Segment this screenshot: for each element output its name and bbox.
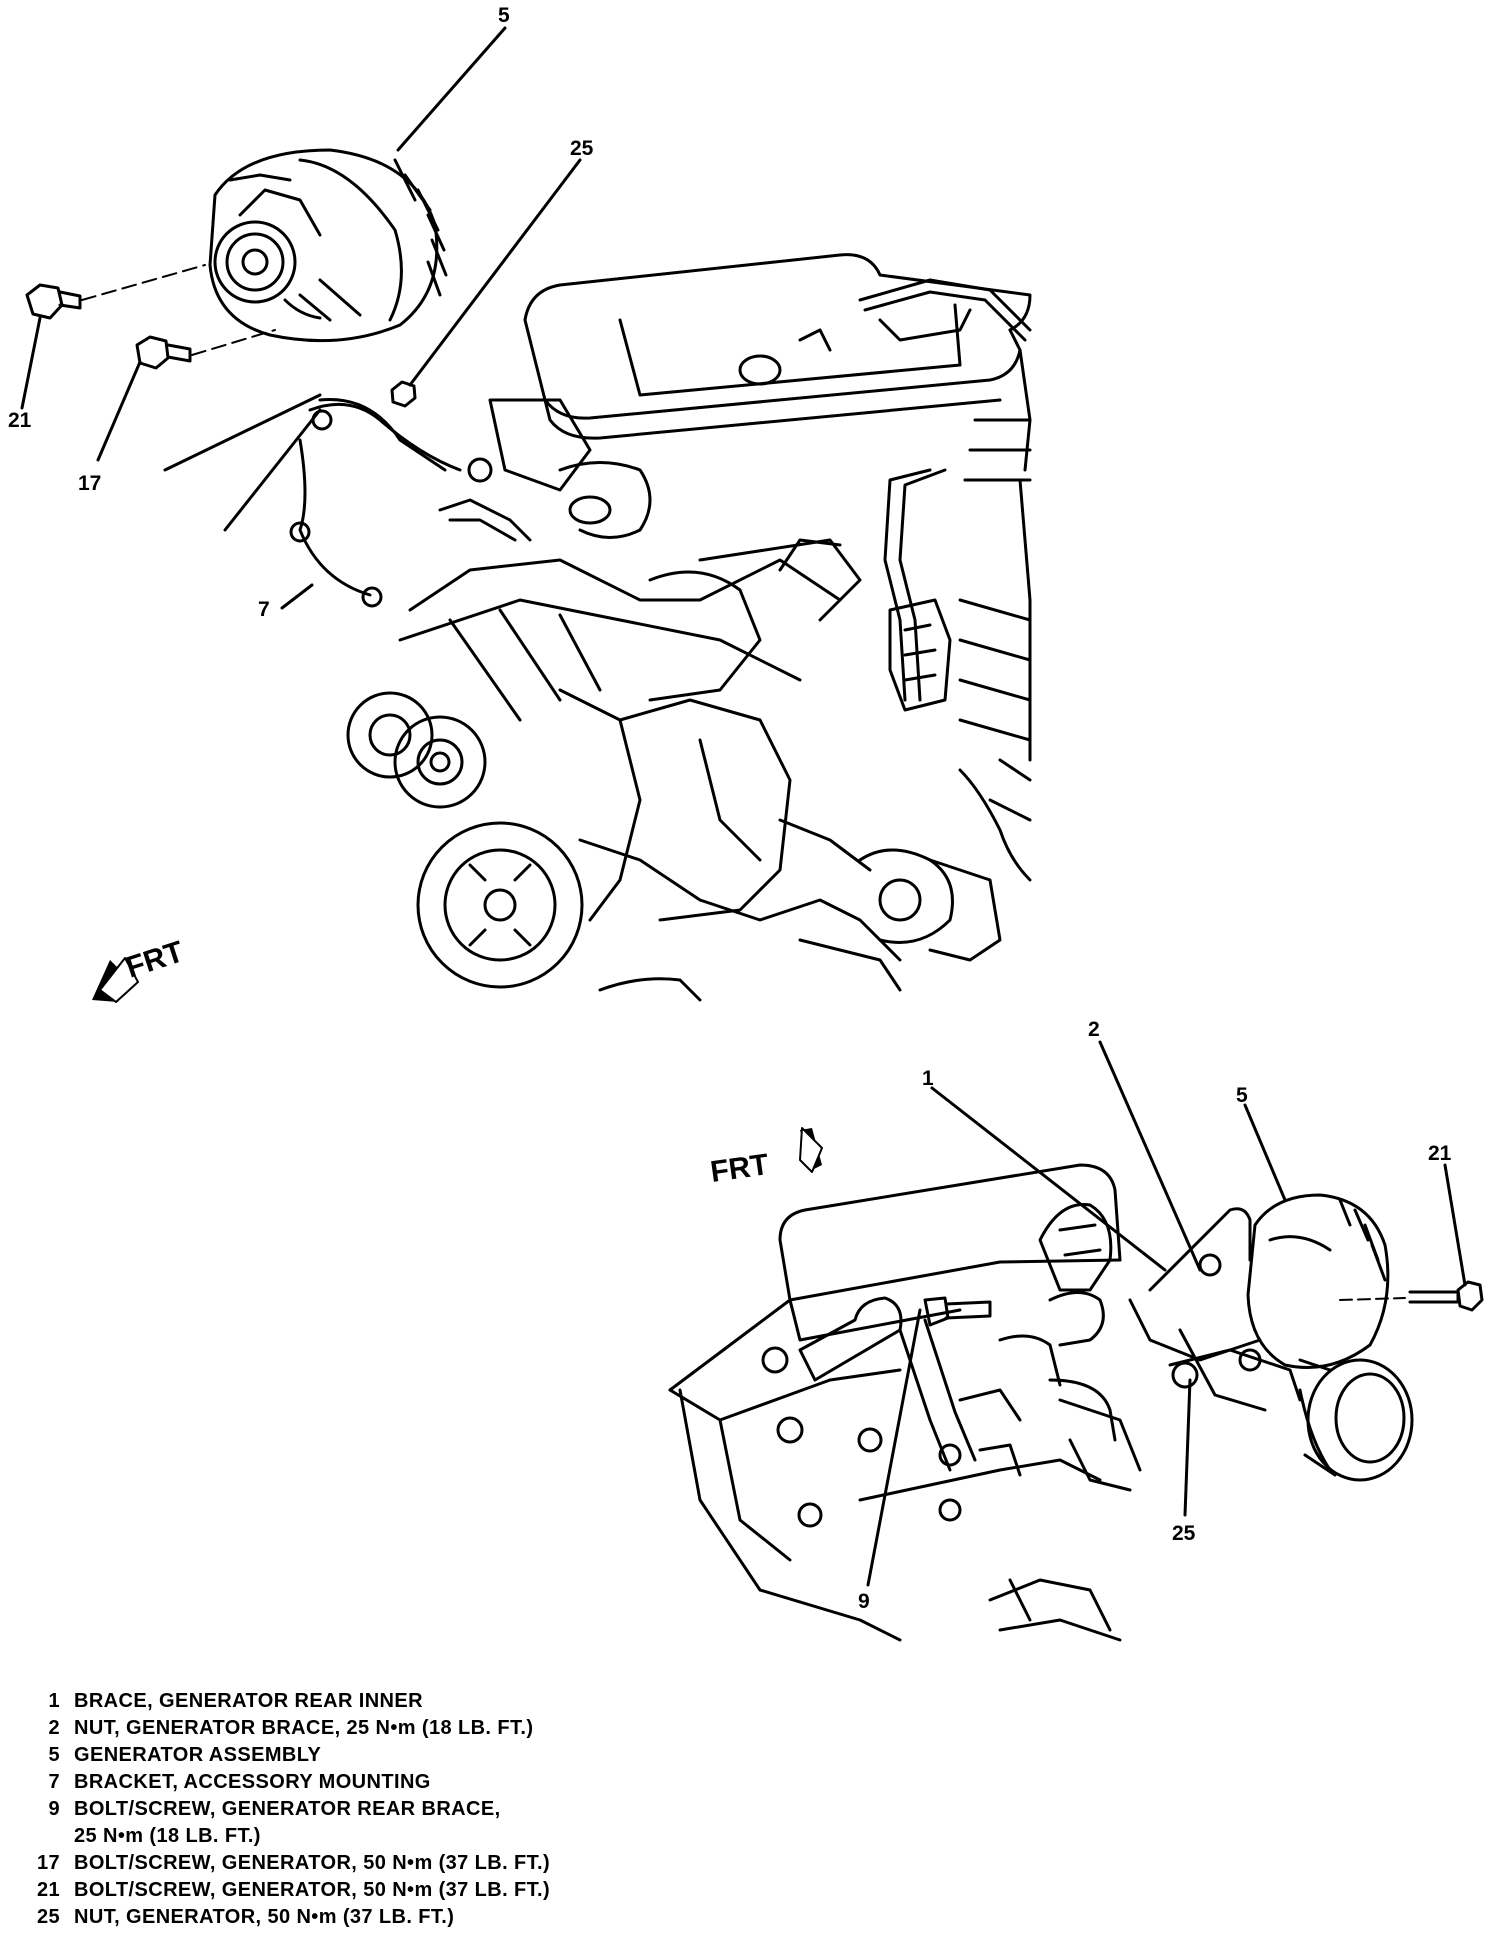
- callout-7-top: 7: [258, 598, 270, 621]
- legend-number: 21: [36, 1879, 60, 1901]
- legend-number: 2: [48, 1717, 60, 1739]
- callout-21-bottom: 21: [1428, 1142, 1452, 1165]
- legend-item-continuation: 25 N•m (18 LB. FT.): [24, 1823, 784, 1850]
- callout-5-bottom: 5: [1236, 1084, 1248, 1107]
- frt-label-top: FRT: [122, 935, 188, 984]
- legend-description: BOLT/SCREW, GENERATOR REAR BRACE,: [74, 1798, 501, 1820]
- callout-25-bottom: 25: [1172, 1522, 1196, 1545]
- bolt-21-bottom: [1339, 1280, 1484, 1312]
- legend-description: BRACKET, ACCESSORY MOUNTING: [74, 1771, 431, 1793]
- legend-item: 25 NUT, GENERATOR, 50 N•m (37 LB. FT.): [24, 1904, 784, 1931]
- generator-bottom: [1246, 1193, 1414, 1482]
- legend-description: NUT, GENERATOR, 50 N•m (37 LB. FT.): [74, 1906, 455, 1928]
- nut-25-top: [390, 380, 417, 408]
- leader-2-bottom: [1098, 1040, 1202, 1272]
- frt-label-bottom: FRT: [708, 1148, 770, 1189]
- leader-1-bottom: [930, 1086, 1167, 1272]
- legend-description: BOLT/SCREW, GENERATOR, 50 N•m (37 LB. FT…: [74, 1879, 551, 1901]
- legend-item: 7 BRACKET, ACCESSORY MOUNTING: [24, 1769, 784, 1796]
- legend-item: 1 BRACE, GENERATOR REAR INNER: [24, 1688, 784, 1715]
- leader-5-top: [396, 26, 507, 152]
- callout-17-top: 17: [78, 472, 101, 495]
- legend-number: 5: [48, 1744, 60, 1766]
- parts-legend: 1 BRACE, GENERATOR REAR INNER 2 NUT, GEN…: [24, 1688, 784, 1931]
- leader-21-top: [20, 316, 42, 410]
- bolt-17-top: [135, 335, 192, 370]
- callout-9-bottom: 9: [858, 1590, 870, 1613]
- legend-description-continued: 25 N•m (18 LB. FT.): [74, 1825, 261, 1847]
- engine-top: [346, 253, 1032, 1002]
- accessory-bracket: [289, 398, 447, 608]
- callout-21-top: 21: [8, 409, 32, 432]
- legend-item: 17 BOLT/SCREW, GENERATOR, 50 N•m (37 LB.…: [24, 1850, 784, 1877]
- legend-number: 17: [36, 1852, 60, 1874]
- leader-21-bottom: [1443, 1163, 1467, 1287]
- bolt-21-top: [25, 283, 82, 320]
- leader-5-bottom: [1243, 1103, 1287, 1202]
- bottom-view: [668, 1040, 1484, 1642]
- legend-item: 21 BOLT/SCREW, GENERATOR, 50 N•m (37 LB.…: [24, 1877, 784, 1904]
- legend-item: 2 NUT, GENERATOR BRACE, 25 N•m (18 LB. F…: [24, 1715, 784, 1742]
- callout-25-top: 25: [570, 137, 594, 160]
- leader-25-bottom: [1183, 1378, 1192, 1517]
- callout-5-top: 5: [498, 4, 510, 27]
- callout-1-bottom: 1: [922, 1067, 934, 1090]
- legend-number: 9: [48, 1798, 60, 1820]
- callout-2-bottom: 2: [1088, 1018, 1100, 1041]
- leader-25-top: [408, 158, 582, 387]
- legend-description: GENERATOR ASSEMBLY: [74, 1744, 322, 1766]
- leader-7-top: [280, 583, 314, 610]
- leader-17-top: [96, 360, 142, 462]
- legend-number: 7: [48, 1771, 60, 1793]
- legend-number: 1: [48, 1690, 60, 1712]
- frt-arrow-top: [92, 957, 139, 1003]
- legend-description: BRACE, GENERATOR REAR INNER: [74, 1690, 423, 1712]
- legend-description: NUT, GENERATOR BRACE, 25 N•m (18 LB. FT.…: [74, 1717, 534, 1739]
- legend-description: BOLT/SCREW, GENERATOR, 50 N•m (37 LB. FT…: [74, 1852, 551, 1874]
- generator-top: [208, 148, 448, 343]
- leader-9-bottom: [866, 1308, 922, 1587]
- frt-arrow-bottom: [799, 1127, 823, 1173]
- engine-bottom: [668, 1163, 1302, 1642]
- top-view: [20, 26, 1032, 1003]
- legend-number: 25: [36, 1906, 60, 1928]
- legend-item: 9 BOLT/SCREW, GENERATOR REAR BRACE,: [24, 1796, 784, 1823]
- legend-item: 5 GENERATOR ASSEMBLY: [24, 1742, 784, 1769]
